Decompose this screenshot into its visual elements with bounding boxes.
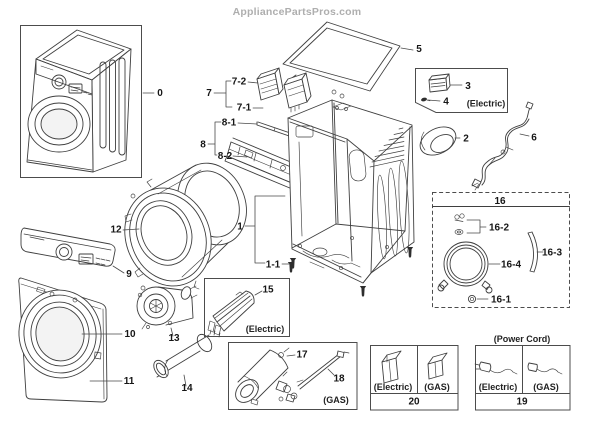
caption-electric-box20: (Electric) — [374, 382, 413, 392]
cabinet-frame-illustration — [287, 89, 415, 297]
bracket-box-illustration — [370, 345, 459, 411]
leader-lines — [81, 47, 544, 387]
gas-parts-box-illustration — [228, 342, 358, 410]
callout-16-4: 16-4 — [501, 260, 521, 271]
front-panel-illustration — [18, 277, 108, 403]
callout-labels: 0 5 7 7-2 7-1 8 8-1 8-2 3 4 2 6 1 1-1 12… — [110, 44, 562, 408]
control-panel-illustration — [20, 227, 116, 267]
drum-assembly-illustration — [124, 162, 247, 291]
wire-harness-illustration — [471, 101, 534, 191]
callout-4: 4 — [443, 97, 449, 108]
callout-16-3: 16-3 — [542, 248, 562, 259]
callout-0: 0 — [157, 88, 163, 99]
blower-illustration — [136, 285, 198, 330]
callout-16-2: 16-2 — [489, 223, 509, 234]
caption-gas-box19: (GAS) — [533, 382, 559, 392]
callout-13: 13 — [168, 333, 180, 344]
callout-14: 14 — [181, 383, 193, 394]
caption-electric-box15: (Electric) — [246, 324, 285, 334]
callout-7-1: 7-1 — [237, 103, 252, 114]
callout-9: 9 — [126, 269, 132, 280]
callout-16: 16 — [494, 196, 506, 207]
caption-gas-box17: (GAS) — [323, 395, 349, 405]
callout-6: 6 — [531, 133, 537, 144]
callout-20: 20 — [408, 397, 420, 408]
caption-electric-box19: (Electric) — [479, 382, 518, 392]
caption-electric-box34: (Electric) — [467, 99, 506, 109]
watermark: AppliancePartsPros.com — [233, 6, 362, 18]
callout-2: 2 — [463, 134, 469, 145]
callout-18: 18 — [333, 374, 345, 385]
heater-box-illustration — [204, 278, 290, 338]
callout-1-1: 1-1 — [266, 260, 281, 271]
callout-8-2: 8-2 — [218, 151, 233, 162]
callout-19: 19 — [516, 397, 528, 408]
caption-power-cord: (Power Cord) — [494, 334, 551, 344]
duct-illustration — [153, 333, 213, 379]
callout-1: 1 — [237, 222, 243, 233]
power-cord-box-illustration — [474, 345, 571, 411]
callout-3: 3 — [465, 81, 471, 92]
caption-labels: (Electric) (Electric) (GAS) (Electric) (… — [246, 99, 559, 406]
callout-10: 10 — [124, 329, 136, 340]
callout-7: 7 — [206, 88, 212, 99]
callout-8: 8 — [200, 140, 206, 151]
caption-gas-box20: (GAS) — [424, 382, 450, 392]
callout-12: 12 — [110, 225, 122, 236]
callout-16-1: 16-1 — [491, 295, 511, 306]
main-assembly-illustration — [20, 25, 142, 178]
callout-11: 11 — [124, 376, 135, 387]
leveling-foot-screws — [287, 247, 414, 297]
callout-17: 17 — [296, 350, 308, 361]
hinge-gasket-illustration — [419, 126, 457, 156]
electric-parts-box-illustration — [415, 68, 508, 113]
control-module-illustration — [256, 67, 312, 113]
callout-15: 15 — [262, 285, 274, 296]
callout-7-2: 7-2 — [232, 77, 247, 88]
callout-8-1: 8-1 — [222, 118, 237, 129]
callout-5: 5 — [416, 44, 422, 55]
